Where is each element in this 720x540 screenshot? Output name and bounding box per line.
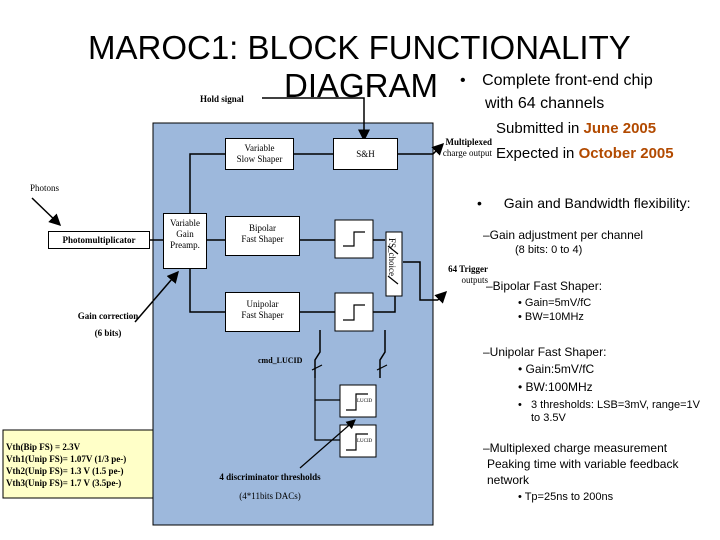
gain-correction-label: Gain correction (6 bits) xyxy=(58,311,158,339)
submitted-date: June 2005 xyxy=(583,120,657,137)
expected-date: October 2005 xyxy=(578,145,674,162)
bullet-dot-1: • xyxy=(460,72,466,89)
trigger-outputs-line-1: 64 Trigger xyxy=(448,264,488,274)
preamp-label-1: Variable xyxy=(170,218,200,228)
unipolar-thr-bullet: • xyxy=(518,399,522,411)
submitted-line: Submitted in June 2005 xyxy=(496,120,656,137)
complete-chip-line-1: Complete front-end chip xyxy=(482,72,653,89)
bullet-dot-2: • xyxy=(477,195,482,211)
complete-chip-line-2: with 64 channels xyxy=(485,95,605,112)
gain-adjust-sub: (8 bits: 0 to 4) xyxy=(515,244,583,256)
bipolar-label-2: Fast Shaper xyxy=(241,234,284,244)
cmd-lucid-label: cmd_LUCID xyxy=(258,356,303,365)
trigger-outputs-line-2: outputs xyxy=(461,275,488,285)
unipolar-item-2: • BW:100MHz xyxy=(518,380,593,394)
threshold-unip-1: Vth1(Unip FS)= 1.07V (1/3 pe-) xyxy=(6,454,127,464)
mux-item: • Tp=25ns to 200ns xyxy=(518,491,614,503)
title-line-1: MAROC1: BLOCK FUNCTIONALITY xyxy=(88,29,631,66)
thresholds-text: Vth(Bip FS) = 2.3V Vth1(Unip FS)= 1.07V … xyxy=(6,441,126,489)
unipolar-thr-line-1: 3 thresholds: LSB=3mV, range=1V xyxy=(531,399,700,411)
gain-bandwidth-text: Gain and Bandwidth flexibility: xyxy=(503,195,691,211)
threshold-unip-2: Vth2(Unip FS)= 1.3 V (1.5 pe-) xyxy=(6,466,124,476)
discriminator-thresholds-label: 4 discriminator thresholds (4*11bits DAC… xyxy=(205,472,335,502)
bipolar-item-1: • Gain=5mV/fC xyxy=(518,297,592,309)
slow-shaper-box: Variable Slow Shaper xyxy=(225,138,294,170)
expected-prefix: Expected in xyxy=(496,145,579,162)
unipolar-label-2: Fast Shaper xyxy=(241,310,284,320)
unipolar-thr-line-2: to 3.5V xyxy=(531,412,566,424)
threshold-unip-3: Vth3(Unip FS)= 1.7 V (3.5pe-) xyxy=(6,478,122,488)
bipolar-label-1: Bipolar xyxy=(249,223,276,233)
sh-label: S&H xyxy=(356,149,375,159)
mux-line-3: network xyxy=(487,473,530,487)
threshold-bip: Vth(Bip FS) = 2.3V xyxy=(6,442,81,452)
discriminator-thresholds-line-1: 4 discriminator thresholds xyxy=(219,472,321,482)
bullet-gain-bandwidth: • Gain and Bandwidth flexibility: xyxy=(477,195,691,212)
preamp-label-3: Preamp. xyxy=(170,240,200,250)
discriminator-thresholds-line-2: (4*11bits DACs) xyxy=(239,491,301,501)
mux-line-2: Peaking time with variable feedback xyxy=(487,457,679,471)
mux-title: –Multiplexed charge measurement xyxy=(483,441,668,455)
preamp-label-2: Gain xyxy=(176,229,194,239)
slow-shaper-label-2: Slow Shaper xyxy=(236,154,283,164)
hold-signal-line xyxy=(262,97,370,142)
gain-correction-line-2: (6 bits) xyxy=(94,328,122,338)
unipolar-label-1: Unipolar xyxy=(246,299,279,309)
multiplexed-output-line-2: charge output xyxy=(442,148,492,158)
hold-signal-label: Hold signal xyxy=(200,94,244,104)
submitted-prefix: Submitted in xyxy=(496,120,584,137)
gain-correction-line-1: Gain correction xyxy=(77,311,139,321)
multiplexed-output-label: Multiplexed charge output xyxy=(432,137,492,159)
unipolar-shaper-box: Unipolar Fast Shaper xyxy=(225,292,300,332)
gain-adjust: –Gain adjustment per channel xyxy=(483,228,644,242)
bipolar-title: –Bipolar Fast Shaper: xyxy=(486,279,603,293)
trigger-outputs-label: 64 Trigger outputs xyxy=(438,264,488,286)
multiplexed-output-line-1: Multiplexed xyxy=(445,137,493,147)
photomultiplicator-box: Photomultiplicator xyxy=(48,231,150,249)
lucid-2-label: LUCID xyxy=(357,439,373,444)
thresholds-panel xyxy=(2,429,154,499)
photons-arrow xyxy=(31,197,62,227)
bipolar-shaper-box: Bipolar Fast Shaper xyxy=(225,216,300,256)
lucid-1-label: LUCID xyxy=(357,399,373,404)
slow-shaper-label-1: Variable xyxy=(244,143,275,153)
sh-box: S&H xyxy=(333,138,398,170)
preamp-box: Variable Gain Preamp. xyxy=(163,213,207,269)
bipolar-item-2: • BW=10MHz xyxy=(518,311,584,323)
photomultiplicator-label: Photomultiplicator xyxy=(62,235,136,245)
bullet-complete-chip: • Complete front-end chip xyxy=(460,72,653,90)
expected-line: Expected in October 2005 xyxy=(496,145,674,162)
unipolar-title: –Unipolar Fast Shaper: xyxy=(483,345,607,359)
fs-choice-label: FS_choice xyxy=(387,238,397,276)
photons-label: Photons xyxy=(30,183,60,193)
unipolar-item-1: • Gain:5mV/fC xyxy=(518,362,595,376)
